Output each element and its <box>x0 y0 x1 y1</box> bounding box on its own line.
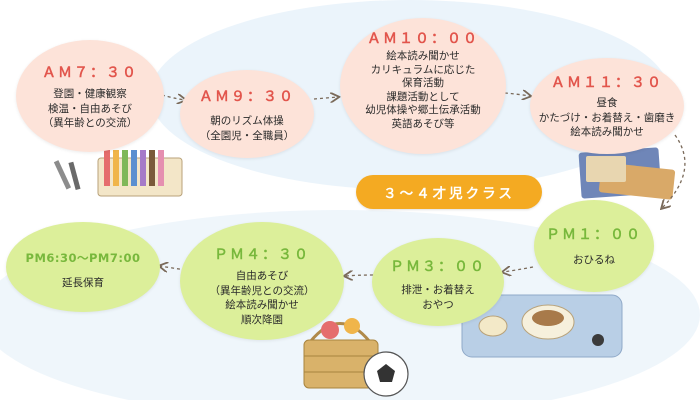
activity-line: 絵本読み聞かせ <box>386 50 460 62</box>
schedule-bubble-pm0100: ＰＭ１：００ おひるね <box>534 200 654 292</box>
schedule-bubble-pm0300: ＰＭ３：００ 排泄・お着替え おやつ <box>372 238 504 326</box>
arrow-6 <box>345 275 374 276</box>
activity-line: 絵本読み聞かせ <box>570 126 644 138</box>
activity-line: （異年齢児との交流） <box>209 284 315 297</box>
schedule-bubble-am0730: ＡＭ７：３０ 登園・健康観察 検温・自由あそび （異年齢との交流） <box>16 40 164 152</box>
activity-line: （全園児・全職員） <box>199 129 295 142</box>
books-illustration <box>578 147 676 200</box>
activity-line: 絵本読み聞かせ <box>225 299 299 311</box>
activity-line: 保育活動 <box>402 77 444 89</box>
activity-line: 英語あそび等 <box>391 117 455 130</box>
schedule-bubble-pm0430: ＰＭ４：３０ 自由あそび （異年齢児との交流） 絵本読み聞かせ 順次降園 <box>180 222 344 340</box>
basket-and-ball-illustration <box>303 318 409 397</box>
activity-line: 登園・健康観察 <box>53 88 127 100</box>
activity-line: 朝のリズム体操 <box>210 115 284 127</box>
schedule-bubble-am1000: ＡＭ１０：００ 絵本読み聞かせ カリキュラムに応じた 保育活動 課題活動として … <box>340 18 506 154</box>
activity-line: カリキュラムに応じた <box>370 63 476 76</box>
arrow-1 <box>161 95 185 100</box>
lunch-tray-illustration <box>461 294 623 358</box>
arrow-5 <box>503 267 534 272</box>
activity-line: かたづけ・お着替え・歯磨き <box>538 111 676 124</box>
schedule-bubble-am0930: ＡＭ９：３０ 朝のリズム体操 （全園児・全職員） <box>180 70 314 158</box>
activity-line: おやつ <box>422 298 454 311</box>
time-label: ＡＭ１０：００ <box>367 31 479 47</box>
activity-line: 自由あそび <box>235 270 289 282</box>
time-label: ＡＭ９：３０ <box>199 89 295 105</box>
time-label: ＡＭ１１：３０ <box>551 75 663 91</box>
schedule-bubble-am1130: ＡＭ１１：３０ 昼食 かたづけ・お着替え・歯磨き 絵本読み聞かせ <box>530 58 684 154</box>
class-title: ３～４才児クラス <box>356 175 542 209</box>
time-label: ＰＭ３：００ <box>390 259 486 275</box>
arrow-4 <box>662 134 686 208</box>
schedule-bubble-pm0630: PM6:30～PM7:00 延長保育 <box>6 222 160 312</box>
time-label: PM6:30～PM7:00 <box>25 251 141 265</box>
activity-line: （異年齢との交流） <box>42 117 138 129</box>
activity-line: 延長保育 <box>62 277 104 289</box>
activity-line: 課題活動として <box>386 90 460 103</box>
time-label: ＰＭ４：３０ <box>214 247 310 263</box>
activity-line: 幼児体操や郷土伝承活動 <box>365 104 481 116</box>
activity-line: 昼食 <box>596 97 618 109</box>
activity-line: 検温・自由あそび <box>48 102 132 115</box>
activity-line: おひるね <box>573 254 615 266</box>
time-label: ＰＭ１：００ <box>546 227 642 243</box>
arrow-2 <box>313 97 338 99</box>
activity-line: 順次降園 <box>241 313 283 326</box>
activity-line: 排泄・お着替え <box>401 284 475 296</box>
crayons-illustration <box>53 150 183 197</box>
time-label: ＡＭ７：３０ <box>42 65 138 81</box>
arrow-3 <box>504 93 530 96</box>
